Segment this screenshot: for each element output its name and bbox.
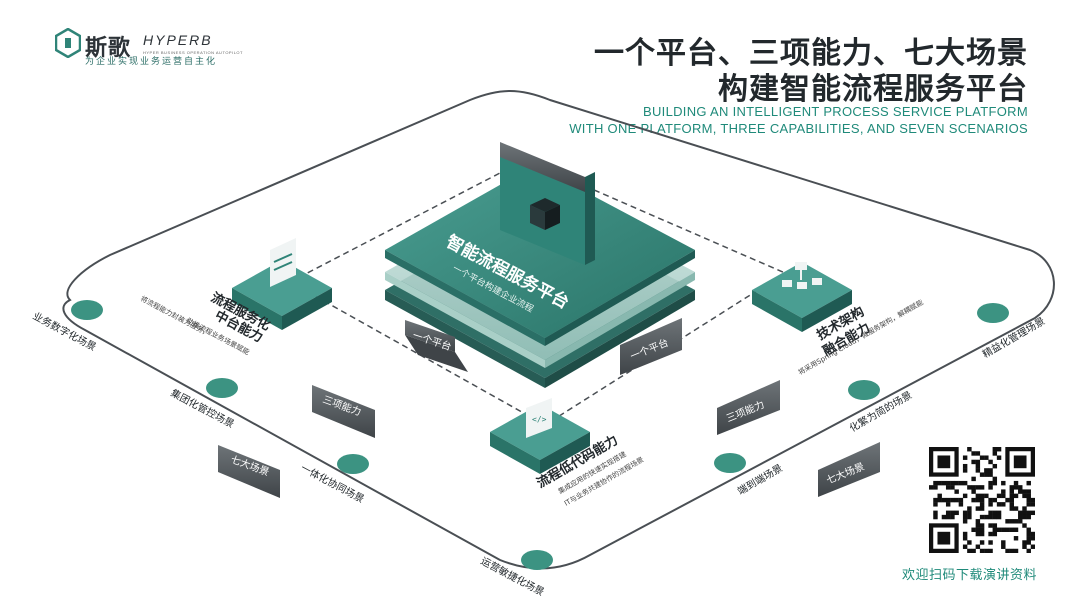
capability-block-bottom: </> (490, 398, 590, 474)
subtitle-en-line-2: WITH ONE PLATFORM, THREE CAPABILITIES, A… (569, 121, 1028, 136)
scenario-node-7: 精益化管理场景 (977, 303, 1047, 361)
scenario-node-2: 集团化管控场景 (169, 378, 238, 431)
scenario-node-1: 业务数字化场景 (31, 300, 103, 354)
capability-block-right (752, 262, 852, 332)
central-platform (385, 165, 695, 388)
scenario-node-5: 端到端场景 (714, 453, 785, 498)
qr-code (929, 447, 1035, 553)
title-line-1: 一个平台、三项能力、七大场景 (594, 36, 1028, 71)
code-icon: </> (526, 398, 552, 438)
capability-block-left (232, 238, 332, 330)
tag-three-capabilities-left: 三项能力 (312, 385, 375, 438)
brand-slogan: 为企业实现业务运营自主化 (85, 57, 218, 67)
document-icon (270, 238, 296, 287)
outer-loop-path (62, 90, 1055, 570)
hexagon-logo-icon (55, 28, 81, 58)
brand-name-en: HYPERB (143, 32, 213, 48)
title-line-2: 构建智能流程服务平台 (718, 72, 1028, 107)
subtitle-en-line-1: BUILDING AN INTELLIGENT PROCESS SERVICE … (643, 104, 1028, 119)
tag-three-capabilities-right: 三项能力 (717, 380, 780, 435)
brand-name-cn: 斯歌 (85, 36, 132, 61)
tag-seven-scenarios-right: 七大场景 (818, 442, 880, 497)
cube-icon (530, 198, 560, 230)
svg-text:</>: </> (532, 415, 547, 424)
tag-seven-scenarios-left: 七大场景 (218, 445, 280, 498)
brand-logo: 斯歌 HYPERB HYPER BUSINESS OPERATION AUTOP… (55, 28, 255, 68)
hierarchy-icon (782, 262, 822, 289)
qr-caption: 欢迎扫码下载演讲资料 (902, 568, 1038, 583)
monitor-icon (500, 142, 595, 265)
scenario-node-3: 一体化协同场景 (299, 454, 369, 506)
brand-name-en-sub: HYPER BUSINESS OPERATION AUTOPILOT (143, 50, 243, 55)
scenario-node-4: 运营敏捷化场景 (479, 550, 553, 599)
